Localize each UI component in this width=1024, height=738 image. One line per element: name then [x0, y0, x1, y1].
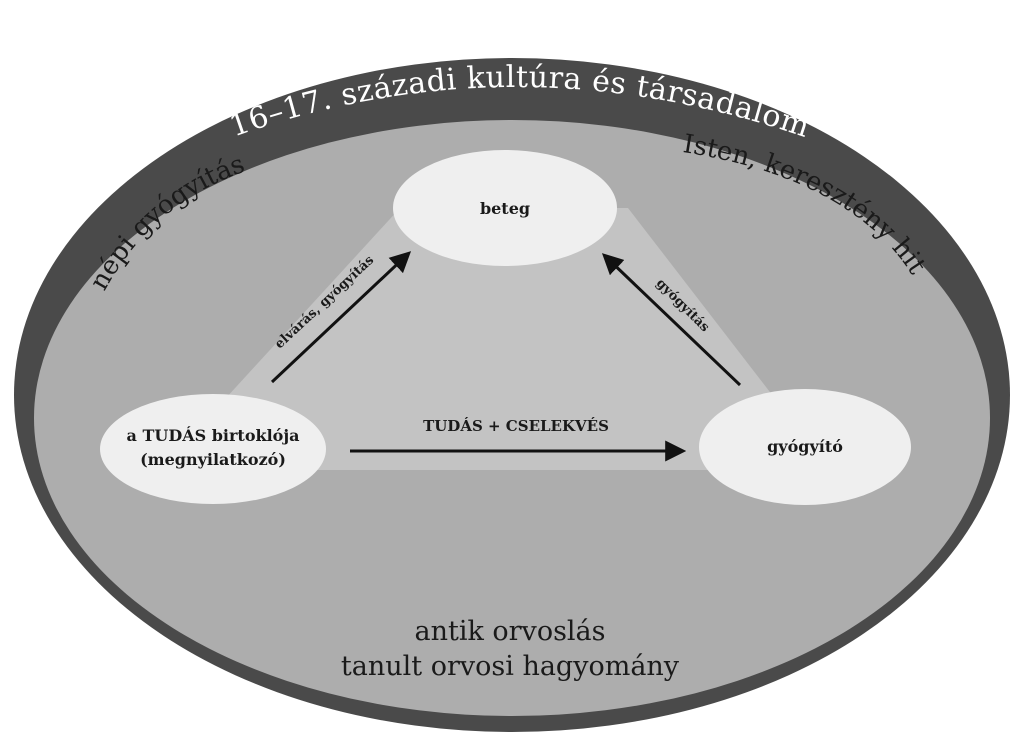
region-bottom-line1: antik orvoslás	[414, 616, 605, 647]
node-healer-label: gyógyító	[767, 437, 843, 456]
arrow-right	[601, 253, 742, 387]
central-triangle	[160, 208, 830, 470]
node-knowledge-holder-line2: (megnyilatkozó)	[140, 450, 286, 469]
node-healer	[699, 389, 911, 505]
node-knowledge-holder	[100, 394, 326, 504]
arrow-bottom-label: TUDÁS + CSELEKVÉS	[423, 417, 609, 435]
node-knowledge-holder-line1: a TUDÁS birtoklója	[127, 425, 300, 445]
region-bottom-line2: tanult orvosi hagyomány	[341, 651, 680, 682]
arrow-left	[270, 251, 412, 384]
node-patient	[393, 150, 617, 266]
node-patient-label: beteg	[480, 199, 530, 218]
